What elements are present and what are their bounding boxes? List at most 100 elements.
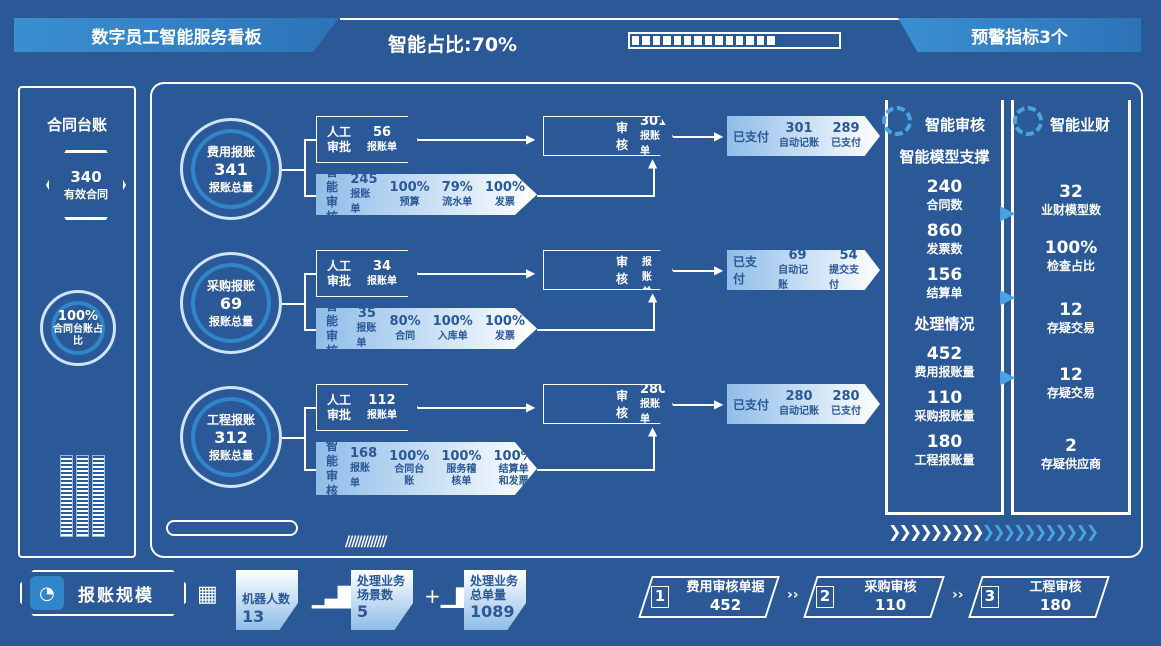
scenes-label: 处理业务场景数 xyxy=(357,574,406,602)
connector-line xyxy=(304,407,316,409)
robots-value: 13 xyxy=(242,607,265,626)
model-support-title: 智能模型支撑 xyxy=(899,148,990,166)
smart-finance-panel xyxy=(1011,100,1131,515)
smart-metric: 80%合同 xyxy=(390,314,421,344)
smart-metric-label: 服务稽核单 xyxy=(446,464,477,487)
growth-chart-icon: +▁▇ xyxy=(424,584,472,608)
arrow-line xyxy=(418,407,528,409)
paid-metric-label: 已支付 xyxy=(831,138,862,149)
flow-total-value: 69 xyxy=(219,294,243,313)
progress-segment xyxy=(652,36,661,45)
progress-segment xyxy=(663,36,671,45)
contract-ratio-gauge: 100% 合同台账占比 xyxy=(40,290,116,366)
chevron-right-icon: ›› xyxy=(787,587,799,603)
processing-value: 180 xyxy=(926,432,963,452)
connector-line xyxy=(304,273,306,329)
arrow-up-icon: ▲ xyxy=(648,290,658,304)
smart-metric-label: 结算单和发票 xyxy=(498,464,529,487)
step-value: 452 xyxy=(709,596,742,614)
smart-metric-label: 报账单 xyxy=(350,463,371,489)
paid-label: 已支付 xyxy=(733,397,770,412)
smart-metric: 35 报账单 xyxy=(356,306,377,349)
total-orders-label: 处理业务总单量 xyxy=(470,574,519,602)
arrow-right-icon: ▶ xyxy=(714,263,724,277)
progress-segment xyxy=(715,36,723,45)
intelligent-ratio: 智能占比:70% xyxy=(388,34,518,56)
smart-metric-value: 35 xyxy=(357,306,376,321)
progress-segment xyxy=(809,36,816,45)
manual-unit: 报账单 xyxy=(367,141,397,153)
smart-metric-value: 100% xyxy=(441,449,482,464)
progress-segment xyxy=(819,36,826,45)
smart-metric-label: 流水单 xyxy=(442,196,473,208)
flow-name: 工程报账 xyxy=(206,413,255,427)
finance-value: 2 xyxy=(1065,436,1077,456)
processing-value: 110 xyxy=(926,388,963,408)
connector-line xyxy=(304,139,316,141)
paid-metric-label: 自动记账 xyxy=(779,406,820,417)
flow-total-label: 报账总量 xyxy=(209,449,253,462)
review-label: 审核 xyxy=(616,389,629,420)
smart-metric-value: 100% xyxy=(484,179,525,195)
level-bars xyxy=(60,455,105,537)
progress-segment xyxy=(830,36,837,45)
progress-segment xyxy=(736,36,744,45)
arrow-right-icon: ▶ xyxy=(526,400,536,414)
smart-finance-title: 智能业财 xyxy=(1050,116,1111,134)
smart-metric-label: 入库单 xyxy=(437,330,468,342)
review-unit: 报账单 xyxy=(640,130,661,157)
progress-segment xyxy=(799,36,806,45)
smart-metric-label: 报账单 xyxy=(356,323,377,349)
smart-metric-value: 245 xyxy=(350,172,378,187)
smart-metric-label: 合同 xyxy=(395,330,416,342)
manual-value: 56 xyxy=(372,124,392,140)
finance-value: 100% xyxy=(1044,238,1098,258)
arrow-up-icon: ▲ xyxy=(648,424,658,438)
progress-segment xyxy=(684,36,692,45)
chevron-right-icon: ›› xyxy=(952,587,964,603)
contract-ratio-value: 100% xyxy=(57,308,99,324)
progress-segment xyxy=(704,36,713,45)
step-number: 2 xyxy=(816,586,834,608)
finance-label: 存疑交易 xyxy=(1046,386,1095,400)
flow-total-label: 报账总量 xyxy=(209,315,253,328)
model-value: 240 xyxy=(926,177,963,197)
scenes-value: 5 xyxy=(357,602,369,621)
paid-metric-label: 已支付 xyxy=(831,406,862,417)
finance-label: 存疑交易 xyxy=(1046,321,1095,335)
connector-line xyxy=(304,328,316,331)
progress-segment xyxy=(788,36,795,45)
manual-unit: 报账单 xyxy=(367,409,397,421)
connector-line xyxy=(282,303,304,305)
flow-total-label: 报账总量 xyxy=(209,181,253,194)
smart-metric-label: 报账单 xyxy=(350,189,371,215)
review-label: 审核 xyxy=(616,121,629,152)
finance-label: 检查占比 xyxy=(1046,259,1095,273)
smart-metric: 245 报账单 xyxy=(350,172,378,215)
paid-label: 已支付 xyxy=(733,255,758,286)
progress-segment xyxy=(756,36,765,45)
flow-name: 费用报账 xyxy=(206,145,255,159)
arrow-line xyxy=(418,139,528,141)
smart-metric: 100%合同台账 xyxy=(389,449,429,488)
paid-metric-value: 289 xyxy=(832,121,860,136)
paid-metric-label: 自动记账 xyxy=(778,264,809,291)
smart-metric-label: 发票 xyxy=(494,330,515,342)
smart-metric-value: 100% xyxy=(389,179,430,195)
finance-value: 32 xyxy=(1059,182,1083,202)
paid-metric: 289 已支付 xyxy=(831,121,861,151)
arrow-right-icon: ▶ xyxy=(714,397,724,411)
